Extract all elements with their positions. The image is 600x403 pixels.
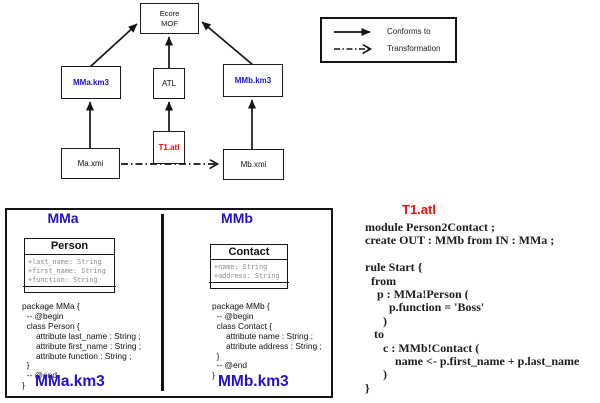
panel-divider (161, 214, 164, 391)
atl-code-title: T1.atl (402, 202, 436, 217)
class-attributes-contact: +name: String +address: String (214, 262, 280, 280)
conforms-to-arrow-icon (334, 27, 371, 36)
node-mb-xmi: Mb.xmi (223, 149, 284, 180)
arrow-mma-to-ecore (89, 23, 138, 68)
node-t1-atl-label: T1.atl (158, 142, 180, 152)
node-ecore-mof-label: Ecore MOF (159, 9, 180, 28)
legend-item-conforms-to: Conforms to (332, 25, 455, 38)
node-atl: ATL (153, 68, 185, 99)
mma-km3-caption: MMa.km3 (35, 373, 105, 390)
node-mma-km3-label: MMa.km3 (72, 77, 109, 87)
node-mmb-km3: MMb.km3 (223, 64, 283, 97)
node-atl-label: ATL (161, 78, 177, 88)
atl-code-listing: module Person2Contact ; create OUT : MMb… (365, 220, 580, 395)
class-name-person: Person (25, 239, 114, 255)
node-ecore-mof: Ecore MOF (140, 3, 199, 34)
node-t1-atl: T1.atl (153, 131, 185, 164)
legend-box: Conforms to Transformation (320, 17, 457, 63)
class-attributes-person: +last_name: String +first_name: String +… (28, 257, 106, 285)
node-ma-xmi: Ma.xmi (61, 148, 120, 179)
class-operations-compartment (23, 286, 116, 292)
class-box-contact: Contact +name: String +address: String (209, 244, 289, 289)
arrow-mmb-to-ecore (201, 21, 254, 66)
transformation-arrow-icon (334, 43, 378, 55)
mmb-km3-caption: MMb.km3 (218, 373, 289, 390)
class-name-contact: Contact (211, 245, 287, 260)
node-mmb-km3-label: MMb.km3 (234, 75, 272, 85)
legend-label-conforms-to: Conforms to (387, 27, 431, 36)
class-operations-compartment (209, 282, 289, 288)
mmb-km3-code: package MMb { -- @begin class Contact { … (212, 301, 322, 381)
node-mb-xmi-label: Mb.xmi (240, 159, 267, 169)
legend-item-transformation: Transformation (332, 42, 455, 55)
class-box-person: Person +last_name: String +first_name: S… (23, 238, 116, 293)
mmb-panel-title: MMb (221, 210, 253, 226)
mma-panel-title: MMa (47, 210, 79, 226)
legend-label-transformation: Transformation (387, 44, 441, 53)
node-mma-km3: MMa.km3 (61, 66, 121, 99)
node-ma-xmi-label: Ma.xmi (77, 158, 104, 168)
mma-km3-code: package MMa { -- @begin class Person { a… (22, 301, 142, 391)
